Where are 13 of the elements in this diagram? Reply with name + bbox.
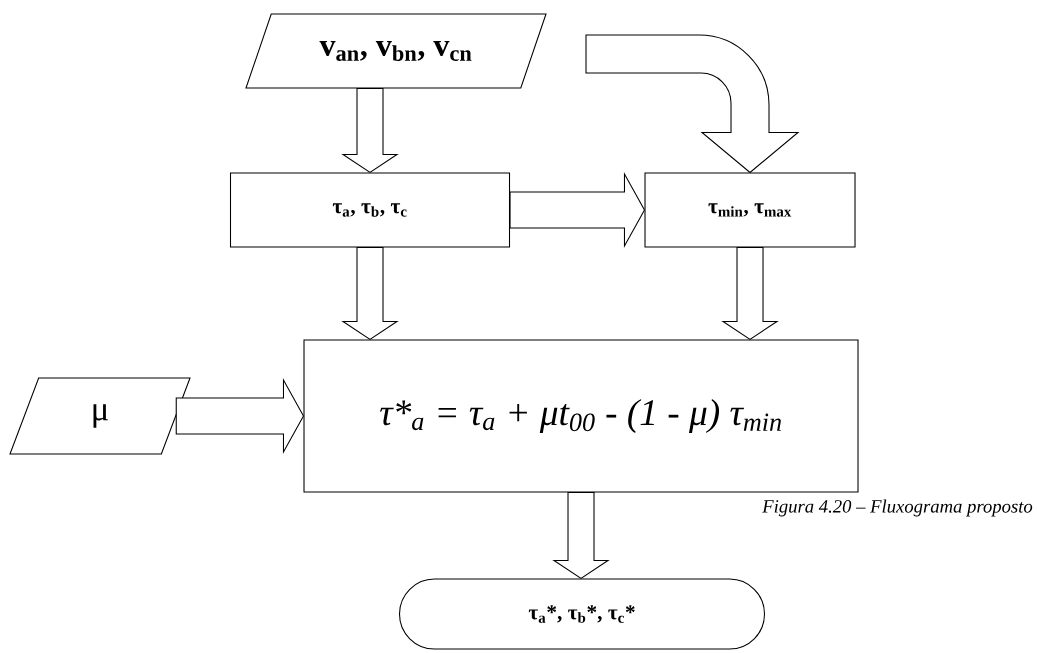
block-arrow [509, 171, 646, 249]
process-box: τ$_{min}$, τ$_{max}$ [644, 172, 856, 248]
block-arrow [341, 247, 399, 341]
block-arrow [585, 34, 799, 173]
block-arrow [721, 247, 779, 341]
block-arrow [552, 492, 610, 580]
block-arrow [341, 88, 399, 174]
input-parallelogram: μ [9, 377, 191, 455]
caption: Figura 4.20 – Fluxograma proposto [762, 499, 1033, 517]
process-box: τ$_{a}$, τ$_{b}$, τ$_{c}$ [229, 172, 511, 248]
block-arrow [175, 377, 305, 455]
formula-box: τ*$_{a}$ = τ$_{a}$ + μt$_{00}$ - (1 - μ) τ$_{min}$ [303, 339, 859, 493]
input-parallelogram: v$_{an}$, v$_{bn}$, v$_{cn}$ [245, 13, 547, 89]
